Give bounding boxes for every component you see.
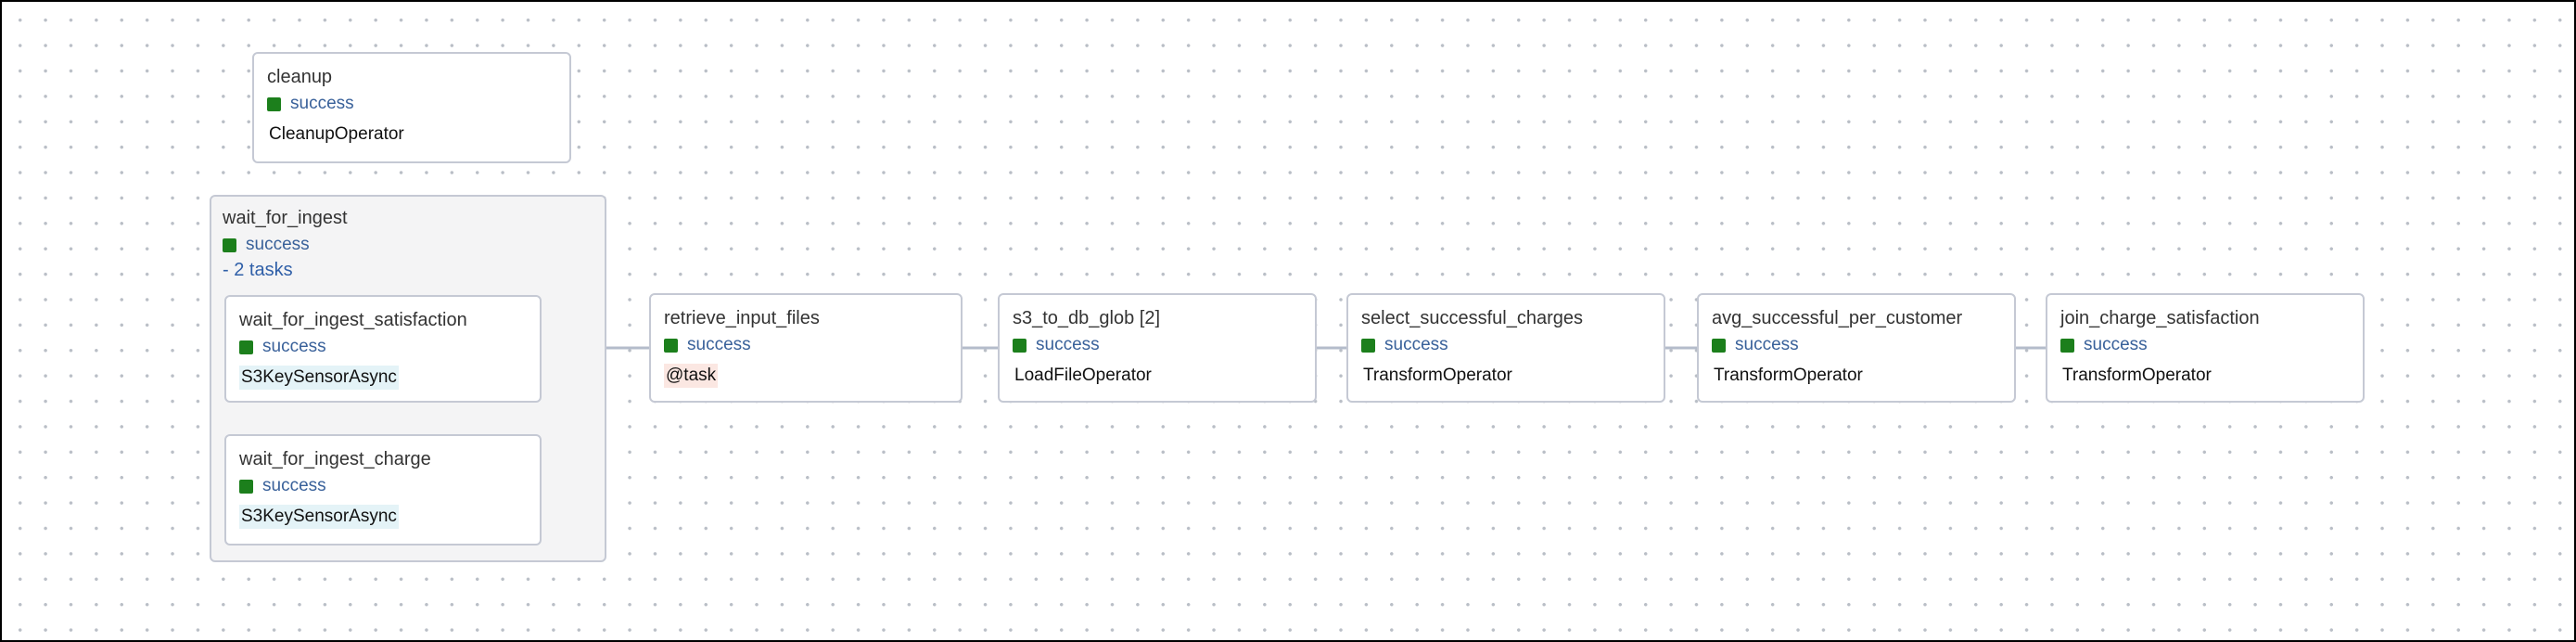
success-status-icon (239, 479, 253, 494)
status-row: success (267, 93, 556, 115)
status-row: success (223, 234, 593, 256)
task-node-select-successful-charges[interactable]: select_successful_charges success Transf… (1346, 293, 1665, 403)
task-node-cleanup[interactable]: cleanup success CleanupOperator (252, 52, 571, 163)
task-node-avg-successful-per-customer[interactable]: avg_successful_per_customer success Tran… (1697, 293, 2016, 403)
status-row: success (2060, 334, 2350, 356)
status-row: success (239, 475, 527, 497)
success-status-icon (1712, 338, 1726, 353)
task-title: select_successful_charges (1361, 308, 1584, 328)
task-title: avg_successful_per_customer (1712, 308, 1963, 328)
success-status-icon (1013, 338, 1027, 353)
success-status-icon (223, 238, 236, 252)
status-text: success (290, 94, 354, 113)
task-node-retrieve-input-files[interactable]: retrieve_input_files success @task (649, 293, 963, 403)
status-row: success (1013, 334, 1302, 356)
status-row: success (1712, 334, 2001, 356)
task-title: wait_for_ingest_satisfaction (239, 310, 467, 330)
collapse-group-toggle[interactable]: - 2 tasks (223, 260, 293, 280)
operator-label: @task (664, 364, 719, 388)
status-text: success (1036, 335, 1100, 354)
operator-label: TransformOperator (1363, 366, 1512, 385)
success-status-icon (267, 96, 281, 111)
success-status-icon (239, 340, 253, 354)
operator-label: CleanupOperator (269, 124, 404, 144)
task-title: cleanup (267, 67, 333, 87)
task-node-join-charge-satisfaction[interactable]: join_charge_satisfaction success Transfo… (2046, 293, 2365, 403)
status-row: success (239, 336, 527, 358)
operator-label: TransformOperator (1714, 366, 1863, 385)
group-title: wait_for_ingest (223, 208, 348, 228)
operator-label: TransformOperator (2062, 366, 2212, 385)
task-node-s3-to-db-glob[interactable]: s3_to_db_glob [2] success LoadFileOperat… (998, 293, 1317, 403)
task-title: join_charge_satisfaction (2060, 308, 2260, 328)
operator-label: S3KeySensorAsync (239, 505, 399, 529)
success-status-icon (664, 338, 678, 353)
status-text: success (1384, 335, 1448, 354)
status-text: success (246, 235, 310, 254)
task-title: wait_for_ingest_charge (239, 449, 431, 469)
operator-label: S3KeySensorAsync (239, 366, 399, 390)
success-status-icon (2060, 338, 2074, 353)
status-text: success (262, 337, 326, 356)
success-status-icon (1361, 338, 1375, 353)
task-title: retrieve_input_files (664, 308, 820, 328)
status-text: success (1735, 335, 1799, 354)
status-row: success (664, 334, 948, 356)
status-row: success (1361, 334, 1651, 356)
status-text: success (687, 335, 751, 354)
task-node-wait-for-ingest-charge[interactable]: wait_for_ingest_charge success S3KeySens… (224, 434, 542, 546)
task-node-wait-for-ingest-satisfaction[interactable]: wait_for_ingest_satisfaction success S3K… (224, 295, 542, 403)
task-title: s3_to_db_glob [2] (1013, 308, 1161, 328)
status-text: success (262, 476, 326, 495)
operator-label: LoadFileOperator (1014, 366, 1152, 385)
status-text: success (2084, 335, 2148, 354)
